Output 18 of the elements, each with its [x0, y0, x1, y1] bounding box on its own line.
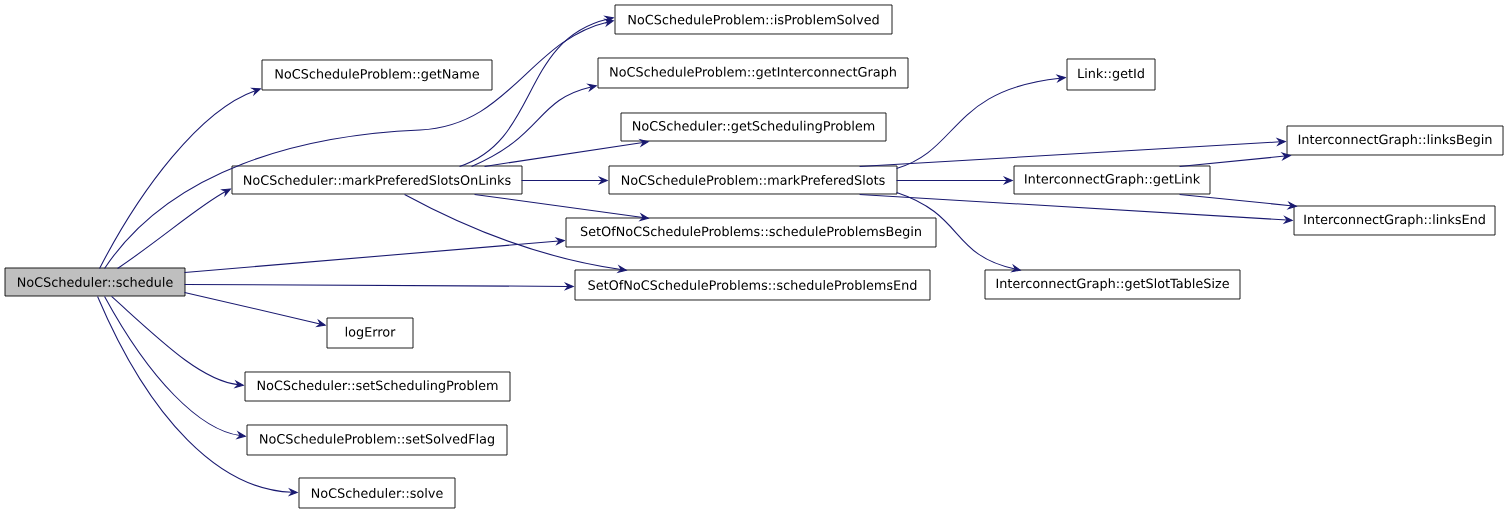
function-box: InterconnectGraph::linksEnd	[1293, 205, 1496, 236]
function-box: Link::getId	[1066, 58, 1156, 91]
function-box: InterconnectGraph::getLink	[1013, 165, 1211, 195]
function-box: NoCScheduler::getSchedulingProblem	[620, 112, 887, 142]
function-box: NoCScheduleProblem::getInterconnectGraph	[597, 57, 909, 89]
function-box: InterconnectGraph::linksBegin	[1286, 125, 1504, 156]
function-box: NoCScheduleProblem::getName	[261, 59, 493, 91]
function-box: InterconnectGraph::getSlotTableSize	[984, 269, 1241, 300]
function-box: SetOfNoCScheduleProblems::scheduleProblemsEnd	[574, 269, 931, 301]
function-box: NoCScheduler::solve	[298, 477, 456, 509]
function-box: SetOfNoCScheduleProblems::scheduleProblemsBegin	[565, 217, 937, 248]
function-box: NoCScheduleProblem::isProblemSolved	[614, 4, 893, 35]
function-box: logError	[326, 317, 414, 349]
function-box: NoCScheduler::setSchedulingProblem	[244, 371, 511, 402]
function-box: NoCScheduler::schedule	[4, 267, 186, 297]
function-box: NoCScheduleProblem::setSolvedFlag	[246, 424, 508, 456]
function-box: NoCScheduleProblem::markPreferedSlots	[608, 165, 898, 195]
function-box: NoCScheduler::markPreferedSlotsOnLinks	[231, 165, 523, 195]
